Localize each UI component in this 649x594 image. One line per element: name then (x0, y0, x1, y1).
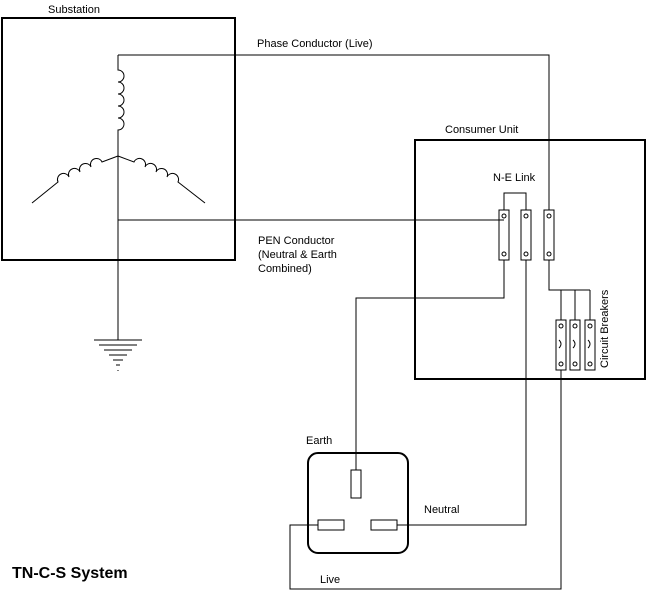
phase-conductor-label: Phase Conductor (Live) (257, 38, 373, 50)
circuit-breakers-label: Circuit Breakers (599, 289, 611, 368)
phase-conductor-wire (118, 54, 550, 210)
socket-outlet (307, 452, 409, 554)
neutral-terminal (520, 209, 532, 261)
circuit-breaker-1 (555, 319, 567, 371)
live-label: Live (320, 574, 340, 586)
circuit-breaker-3 (584, 319, 596, 371)
neutral-wire (397, 260, 527, 526)
pen-conductor-wire (117, 156, 504, 221)
earth-label: Earth (306, 435, 332, 447)
consumer-unit-label: Consumer Unit (445, 124, 518, 136)
consumer-unit-box (414, 139, 646, 380)
neutral-label: Neutral (424, 504, 459, 516)
socket-live-pin (317, 519, 345, 531)
socket-neutral-pin (370, 519, 398, 531)
transformer-windings-icon (31, 55, 206, 204)
earth-wire (355, 260, 505, 470)
substation-label: Substation (48, 4, 100, 16)
live-wire (289, 370, 562, 590)
ne-link-label: N-E Link (493, 172, 536, 184)
ne-link-bridge (503, 192, 527, 210)
pen-label-line3: Combined) (258, 263, 312, 275)
socket-earth-pin (350, 469, 362, 499)
live-terminal (543, 209, 555, 261)
busbar-wire (548, 260, 590, 291)
ground-icon (94, 339, 142, 371)
diagram-title: TN-C-S System (12, 565, 128, 582)
pen-label-line2: (Neutral & Earth (258, 249, 337, 261)
circuit-breaker-2 (569, 319, 581, 371)
earth-terminal (498, 209, 510, 261)
pen-label-line1: PEN Conductor (258, 235, 335, 247)
